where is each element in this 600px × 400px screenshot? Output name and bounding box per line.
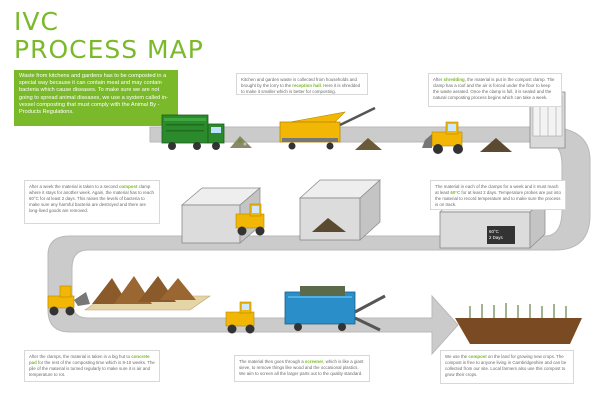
title-line-1: IVC: [14, 7, 59, 36]
concrete-pad-icon: [84, 276, 211, 311]
intro-box: Waste from kitchens and gardens has to b…: [14, 70, 178, 126]
shredded-pile: [355, 138, 382, 150]
step-1-caption: Kitchen and garden waste is collected fr…: [236, 73, 368, 95]
step-7-caption: We use the compost on the land for growi…: [440, 350, 574, 384]
step-6-caption: The material then goes through a screene…: [234, 355, 370, 382]
title-line-2: PROCESS MAP: [14, 35, 204, 64]
compost-clamp-3-icon: [299, 179, 381, 241]
step-4-caption: The material in each of the clamps for a…: [430, 180, 566, 210]
compost-clamp-2-icon: [181, 187, 261, 244]
step-2-caption: After shredding, the material is put in …: [428, 73, 562, 107]
loader-2-icon: [235, 203, 265, 236]
step-3-caption: After a week the material is taken to a …: [24, 180, 160, 224]
tag-days: 2 Days: [489, 235, 503, 240]
shredder-icon: [279, 106, 376, 150]
road-path: [47, 126, 591, 356]
step-5-caption: After the clamps, the material is taken …: [24, 350, 160, 382]
loader-1-icon: [422, 121, 463, 154]
temperature-tag-text: 60°C 2 Days: [489, 229, 515, 241]
loader-4-icon: [225, 301, 255, 334]
skip-lorry-icon: [161, 114, 225, 150]
temperature-tag: [487, 226, 515, 244]
screener-icon: [284, 286, 386, 332]
tag-temp: 60°C: [489, 229, 499, 234]
field-icon: [455, 303, 582, 344]
loader-3-icon: [47, 285, 90, 316]
